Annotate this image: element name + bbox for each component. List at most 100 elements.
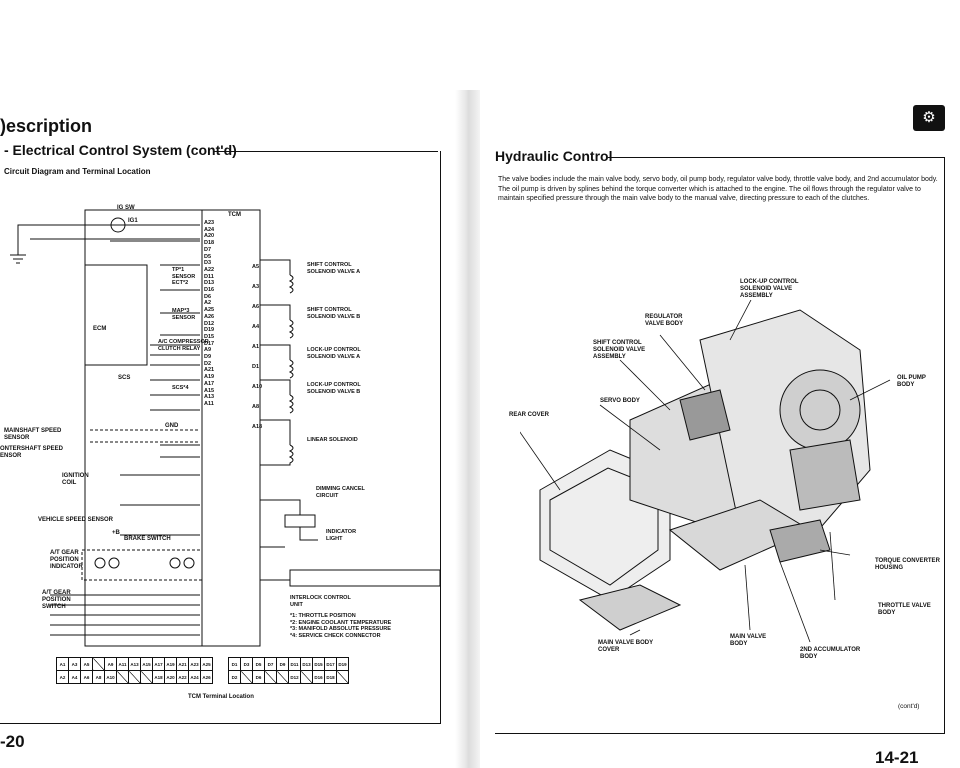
vehicle-speed-sensor-label: VEHICLE SPEED SENSOR	[38, 517, 114, 523]
terminal-id: D15	[204, 333, 215, 340]
page-title: )escription	[0, 116, 93, 136]
terminal-id: D7	[204, 246, 212, 253]
terminal-id: A17	[204, 380, 215, 387]
terminal-id: A22	[204, 266, 215, 273]
terminal-cell	[264, 670, 277, 684]
terminal-id: A4	[252, 324, 260, 330]
terminal-cell: A8	[92, 670, 105, 684]
terminal-cell: A10	[104, 670, 117, 684]
diagram-caption: Circuit Diagram and Terminal Location	[4, 167, 151, 176]
terminal-id: D3	[204, 260, 212, 267]
terminal-cell: D6	[252, 670, 265, 684]
terminal-cell: A11	[116, 657, 129, 671]
terminal-cell: D18	[324, 670, 337, 684]
tcm-right-box	[201, 209, 261, 647]
frame-bottom-right	[495, 733, 945, 734]
terminal-cell: A21	[176, 657, 189, 671]
section-subtitle: - Electrical Control System (cont'd)	[4, 142, 237, 158]
terminal-id: A21	[204, 367, 215, 374]
terminal-cell: A15	[140, 657, 153, 671]
terminal-cell: D17	[324, 657, 337, 671]
terminal-id: A24	[204, 226, 215, 233]
section-title: Hydraulic Control	[495, 148, 613, 164]
circuit-diagram	[10, 209, 440, 647]
paragraph: The valve bodies include the main valve …	[498, 176, 938, 183]
terminal-id: A10	[252, 384, 263, 390]
rear-cover-label: REAR COVER	[509, 412, 550, 418]
intro-text: The valve bodies include the main valve …	[498, 175, 938, 204]
terminal-cell: D5	[252, 657, 265, 671]
terminal-id: D19	[204, 327, 215, 334]
terminal-cell: A6	[80, 670, 93, 684]
frame-bottom	[0, 723, 441, 724]
servo-body-label: SERVO BODY	[600, 398, 640, 404]
gnd-label: GND	[165, 423, 179, 429]
terminal-cell: A3	[68, 657, 81, 671]
terminal-id: D13	[204, 280, 215, 287]
terminal-id: A6	[252, 304, 260, 310]
terminal-id: D9	[204, 354, 212, 361]
valve-body-illustration	[520, 300, 891, 643]
continued-note: (cont'd)	[898, 703, 920, 710]
terminal-cell	[336, 670, 349, 684]
subtitle-rule	[213, 151, 438, 152]
ecm-label: ECM	[93, 326, 107, 332]
terminal-cell: D7	[264, 657, 277, 671]
terminal-id: D18	[204, 240, 215, 247]
ecm-box	[84, 264, 148, 366]
terminal-cell: D9	[276, 657, 289, 671]
terminal-id: A18	[252, 424, 263, 430]
title-rule	[608, 157, 945, 158]
page-number-right: 14-21	[875, 748, 919, 767]
terminal-id: D6	[204, 293, 212, 300]
terminal-cell: D15	[312, 657, 325, 671]
terminal-cell	[92, 657, 105, 671]
terminal-id: A2	[204, 300, 212, 307]
terminal-id: A11	[204, 400, 214, 407]
terminal-id: D5	[204, 253, 212, 260]
terminal-cell	[116, 670, 129, 684]
brake-b-label: +B	[112, 530, 120, 536]
terminal-cell	[240, 670, 253, 684]
terminal-cell: A26	[200, 670, 213, 684]
terminal-cell	[300, 670, 313, 684]
terminal-cell: D12	[288, 670, 301, 684]
terminal-cell	[128, 670, 141, 684]
terminal-cell: A5	[80, 657, 93, 671]
terminal-id: D12	[204, 320, 215, 327]
terminal-cell: A2	[56, 670, 69, 684]
scs4-label: SCS*4	[172, 385, 189, 391]
terminal-id: A8	[252, 404, 260, 410]
terminal-cell: A18	[152, 670, 165, 684]
terminal-id: A26	[204, 313, 215, 320]
ig-switch-label: IG SW	[117, 205, 135, 211]
book-spine	[455, 90, 480, 768]
frame-right-right	[944, 157, 945, 733]
terminal-cell: A25	[200, 657, 213, 671]
terminal-cell: A1	[56, 657, 69, 671]
paragraph: The oil pump is driven by splines behind…	[498, 185, 921, 203]
terminal-id: A9	[204, 347, 212, 354]
terminal-id: D1	[252, 364, 260, 370]
brake-switch-label: BRAKE SWITCH	[124, 536, 171, 542]
terminal-id: A5	[252, 264, 260, 270]
